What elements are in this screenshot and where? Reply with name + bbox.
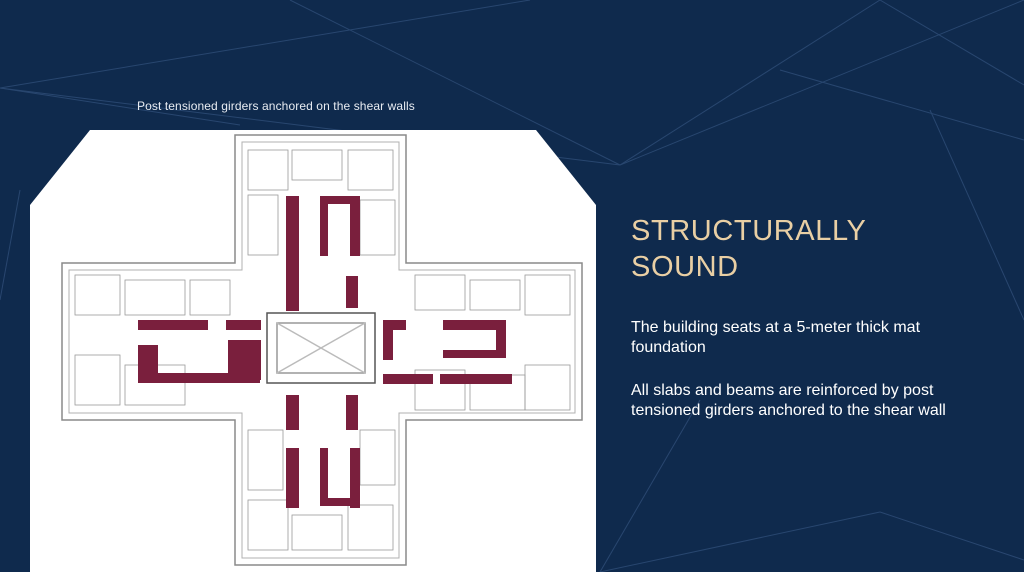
plan-caption: Post tensioned girders anchored on the s… — [137, 99, 415, 113]
foundation-text: The building seats at a 5-meter thick ma… — [631, 319, 921, 356]
girders-text: All slabs and beams are reinforced by po… — [631, 382, 946, 419]
title-line-2: SOUND — [631, 251, 739, 283]
floor-plan-drawing — [30, 130, 596, 572]
title-line-1: STRUCTURALLY — [631, 215, 867, 247]
section-title: STRUCTURALLY SOUND — [631, 213, 991, 285]
